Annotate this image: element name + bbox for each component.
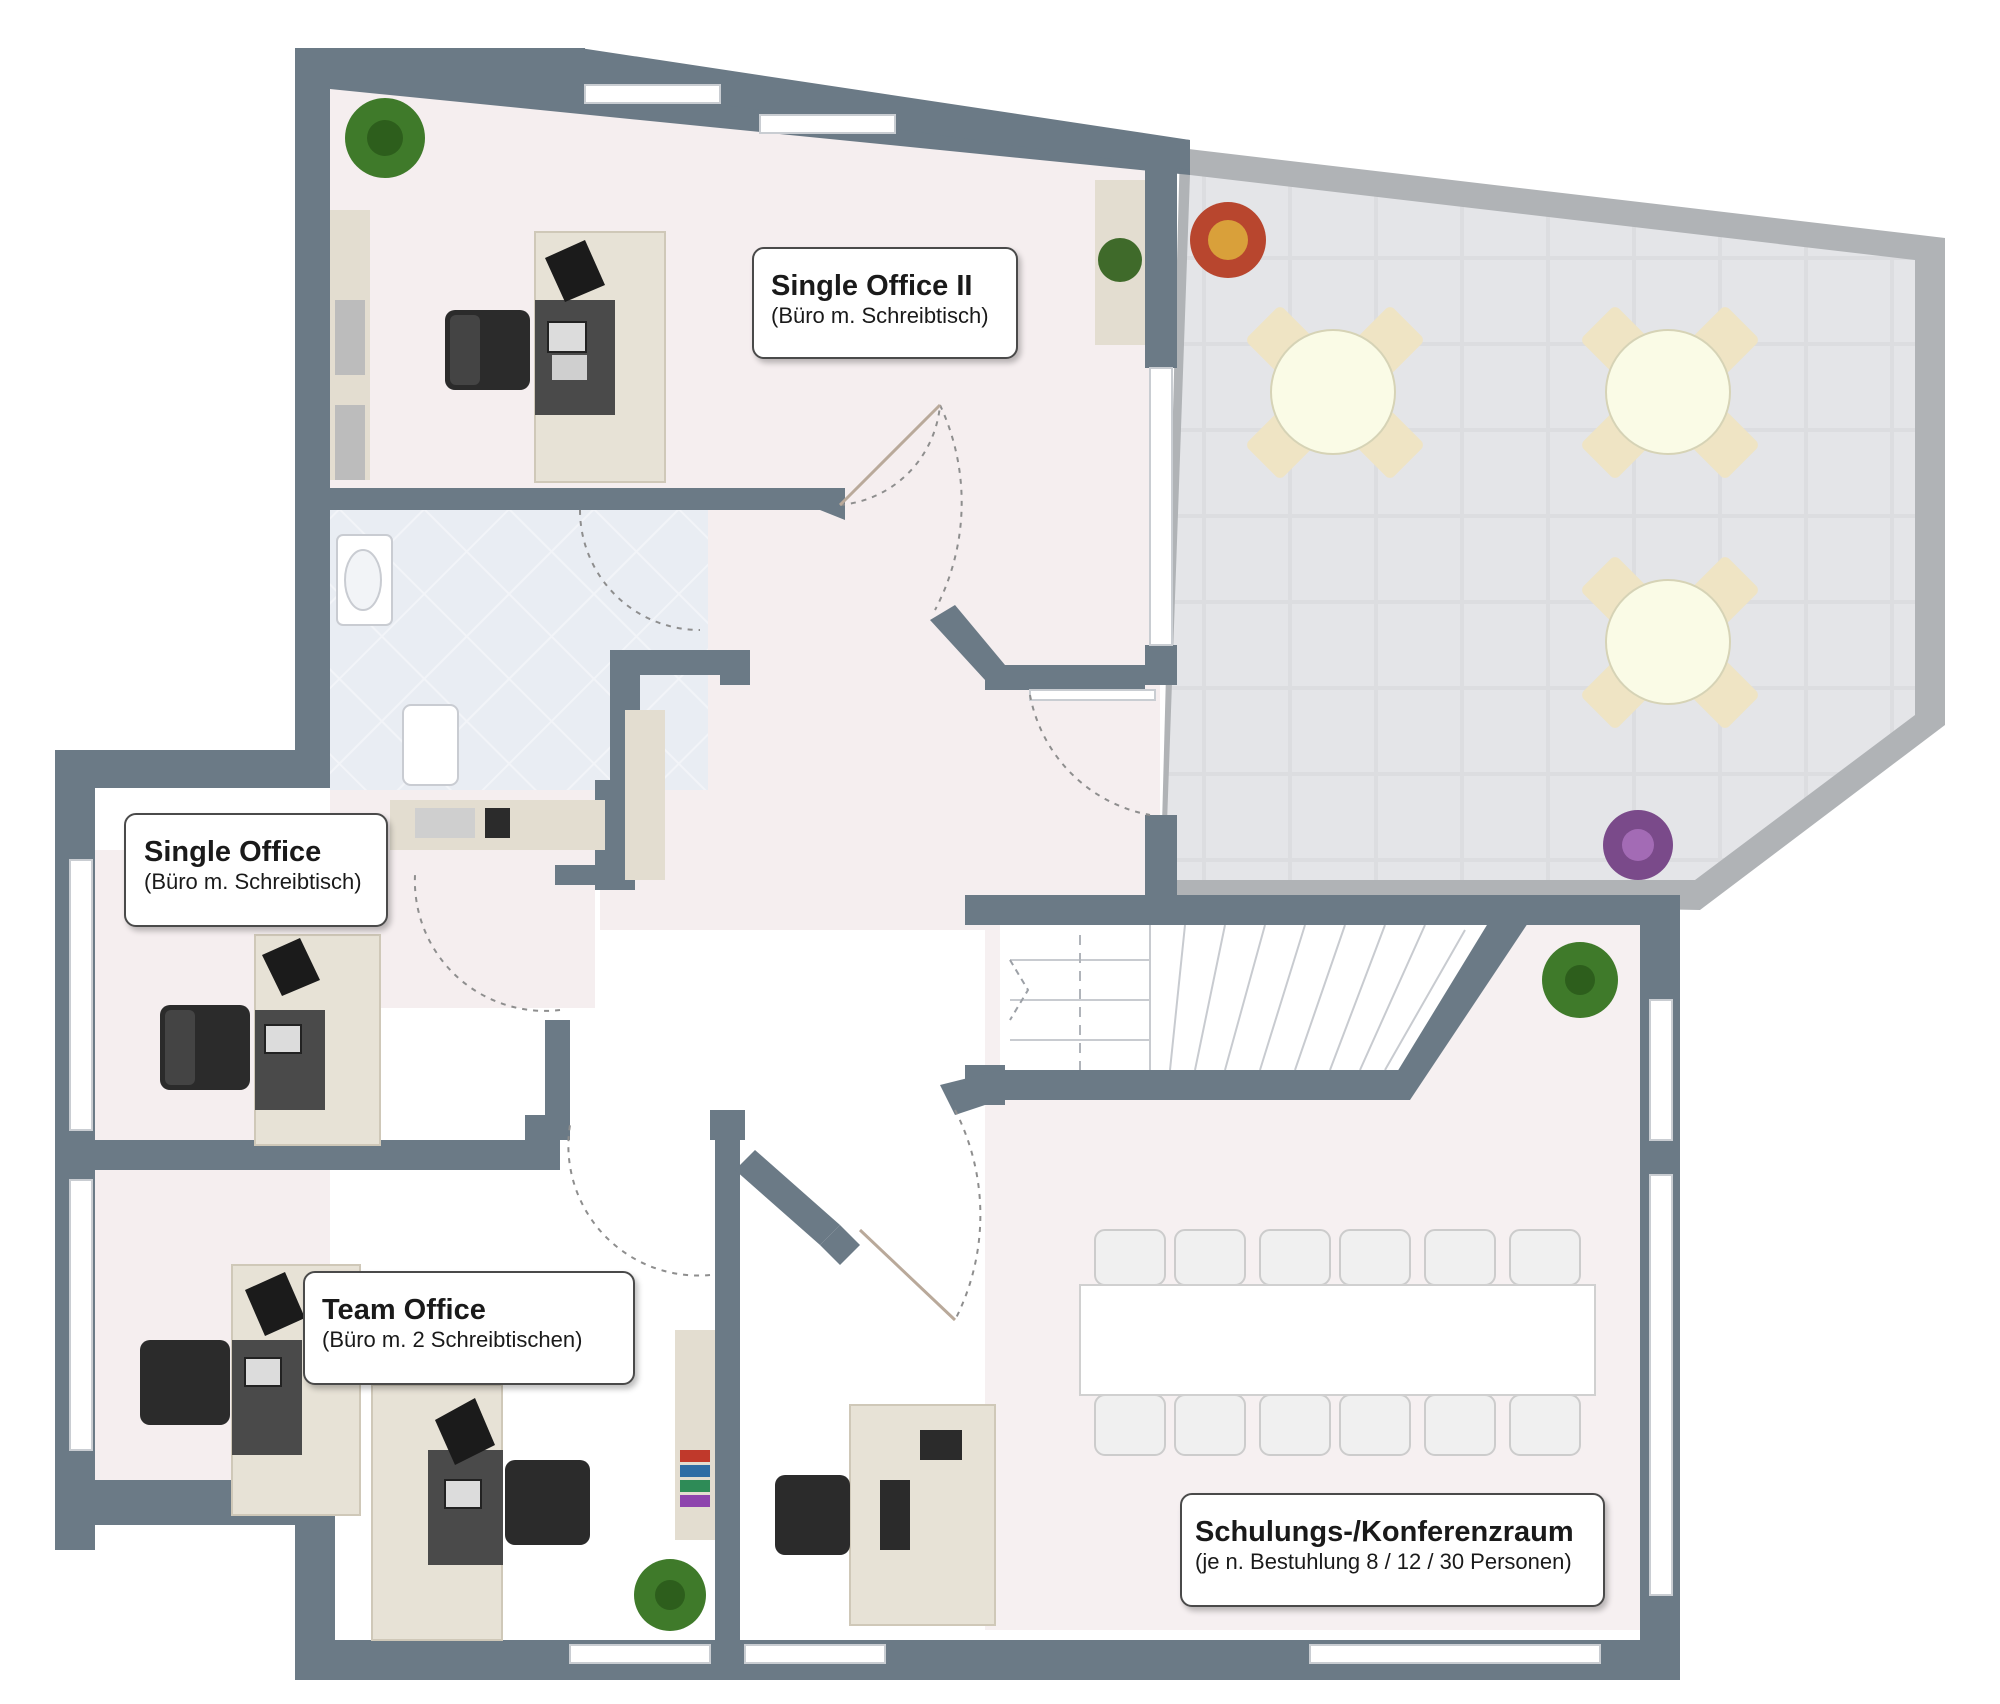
room-subtitle: (Büro m. Schreibtisch): [144, 869, 362, 894]
shelf-icon: [330, 210, 370, 480]
room-label-single-office: Single Office (Büro m. Schreibtisch): [124, 813, 388, 927]
room-title: Schulungs-/Konferenzraum: [1195, 1516, 1574, 1548]
room-subtitle: (Büro m. 2 Schreibtischen): [322, 1327, 583, 1352]
shelf-icon: [390, 710, 665, 880]
room-label-conference: Schulungs-/Konferenzraum (je n. Bestuhlu…: [1180, 1493, 1605, 1607]
laptop-icon: [264, 1024, 302, 1054]
room-subtitle: (je n. Bestuhlung 8 / 12 / 30 Personen): [1195, 1549, 1572, 1574]
room-title: Team Office: [322, 1294, 486, 1326]
laptop-icon: [547, 321, 587, 380]
walls: [55, 48, 1680, 1680]
room-label-single-office-ii: Single Office II (Büro m. Schreibtisch): [752, 247, 1018, 359]
office-chair-icon: [140, 1340, 590, 1545]
stairs-icon: [1000, 924, 1510, 1071]
door-leaf: [838, 403, 957, 1322]
office-chair-icon: [775, 1475, 850, 1555]
plant-icon: [1542, 942, 1618, 1018]
room-title: Single Office II: [771, 270, 973, 302]
plant-icon: [345, 98, 425, 178]
room-subtitle: (Büro m. Schreibtisch): [771, 303, 989, 328]
office-chair-icon: [160, 1005, 250, 1090]
flower-pot-icon: [1190, 202, 1673, 880]
room-label-team-office: Team Office (Büro m. 2 Schreibtischen): [303, 1271, 635, 1385]
monitor-icon: [262, 938, 320, 996]
conference-table-icon: [1079, 1229, 1596, 1456]
monitor-icon: [545, 240, 605, 302]
plant-icon: [634, 1559, 706, 1631]
shelf-icon: [675, 1330, 715, 1540]
monitor-icon: [245, 1272, 495, 1465]
office-chair-icon: [445, 310, 530, 390]
toilet-icon: [402, 704, 459, 786]
desk-icon: [849, 1404, 996, 1626]
round-table-icon: [1247, 307, 1758, 728]
sink-icon: [336, 534, 393, 626]
plant-icon: [1098, 238, 1142, 282]
room-title: Single Office: [144, 836, 322, 868]
laptop-icon: [244, 1357, 482, 1509]
window-icon: [69, 84, 1673, 1664]
terrace: [1160, 148, 1945, 910]
door-swing-icon: [413, 404, 1151, 1321]
